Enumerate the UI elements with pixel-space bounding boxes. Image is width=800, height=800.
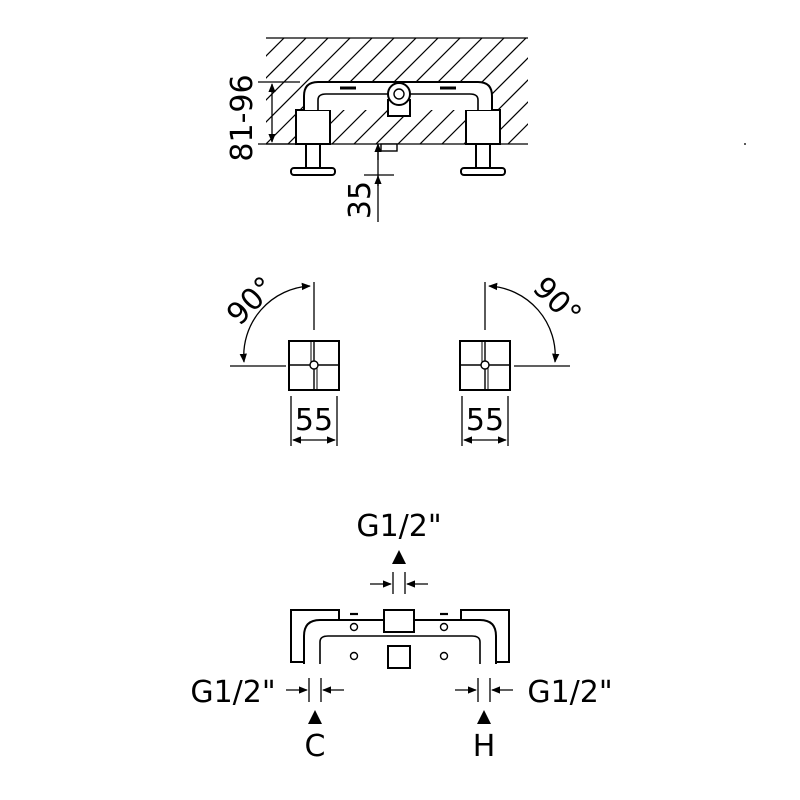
handle-right-side bbox=[460, 143, 506, 176]
depth-dimension: 81-96 bbox=[225, 74, 300, 162]
hatch-line bbox=[266, 38, 307, 79]
offset-dimension: 35 bbox=[343, 143, 394, 222]
hatch-line bbox=[546, 30, 666, 150]
right-thread-label: G1/2" bbox=[527, 675, 612, 710]
hatch-line bbox=[590, 30, 710, 150]
handle-front-right: 90° 55 bbox=[459, 270, 588, 446]
mixer-top-body bbox=[290, 609, 510, 669]
handle-left-side bbox=[290, 143, 336, 176]
left-width-label: 55 bbox=[295, 403, 333, 438]
hatch-line bbox=[266, 38, 351, 123]
top-outlet-arrow bbox=[392, 550, 406, 564]
hatch-line bbox=[441, 57, 528, 144]
depth-dimension-label: 81-96 bbox=[225, 74, 260, 161]
hatch-line bbox=[266, 38, 285, 57]
handle-square-left bbox=[288, 340, 340, 391]
handle-square-right bbox=[459, 340, 511, 391]
cold-label: C bbox=[305, 729, 326, 764]
side-view: 81-96 35 bbox=[225, 30, 798, 222]
hot-inlet-arrow bbox=[477, 710, 491, 724]
hatch-line bbox=[612, 30, 732, 150]
right-width-label: 55 bbox=[466, 403, 504, 438]
hatch-line bbox=[266, 38, 329, 101]
left-thread-label: G1/2" bbox=[190, 675, 275, 710]
mixer-side-body bbox=[295, 81, 501, 145]
hatch-line bbox=[507, 123, 528, 144]
hatch-line bbox=[678, 30, 798, 150]
offset-dimension-label: 35 bbox=[343, 181, 378, 219]
cold-inlet-arrow bbox=[308, 710, 322, 724]
connection-view: G1/2" G1/2" C G1/2" bbox=[190, 509, 612, 764]
hatch-line bbox=[524, 30, 644, 150]
top-thread-label: G1/2" bbox=[356, 509, 441, 544]
hatch-line bbox=[568, 30, 688, 150]
handle-front-left: 90° 55 bbox=[220, 270, 340, 446]
hot-label: H bbox=[473, 729, 496, 764]
hatch-line bbox=[656, 30, 776, 150]
right-angle-label: 90° bbox=[526, 270, 588, 332]
hatch-line bbox=[634, 30, 754, 150]
left-angle-label: 90° bbox=[220, 270, 282, 332]
